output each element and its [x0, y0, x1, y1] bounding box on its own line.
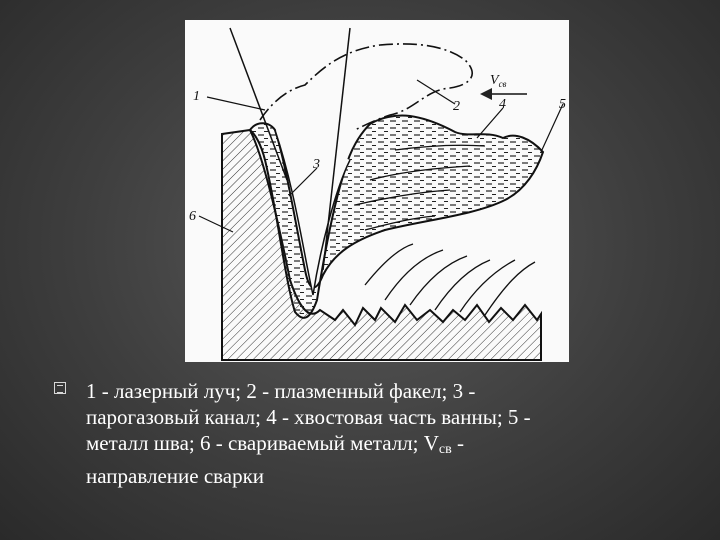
leader-line-2	[416, 79, 456, 105]
laser-beam-line-right	[322, 27, 351, 271]
keyhole-channel	[274, 129, 351, 296]
leader-line-5	[540, 103, 564, 153]
leader-line-3	[288, 167, 318, 197]
bullet-icon	[54, 382, 66, 394]
laser-beam-line-left	[229, 27, 288, 181]
label-2: 2	[453, 99, 460, 114]
velocity-label: Vсв	[490, 73, 507, 89]
label-1: 1	[193, 89, 200, 104]
caption-line-1: 1 - лазерный луч; 2 - плазменный факел; …	[86, 379, 476, 403]
label-3: 3	[312, 157, 320, 172]
caption-line-4: направление сварки	[86, 464, 265, 488]
caption: 1 - лазерный луч; 2 - плазменный факел; …	[54, 378, 674, 489]
plasma-plume-outline	[259, 43, 473, 131]
welding-diagram: 1 2 3 4 5 6 Vсв	[185, 20, 569, 362]
label-5: 5	[559, 97, 566, 112]
caption-text: 1 - лазерный луч; 2 - плазменный факел; …	[86, 378, 674, 489]
caption-line-2: парогазовый канал; 4 - хвостовая часть в…	[86, 405, 531, 429]
caption-line-3: металл шва; 6 - свариваемый металл; Vсв …	[86, 430, 674, 463]
caption-line-3-sub: св	[438, 442, 452, 457]
label-4: 4	[499, 97, 506, 112]
leader-line-6	[198, 215, 234, 233]
leader-line-4	[476, 107, 504, 139]
leader-line-1	[206, 96, 266, 111]
caption-line-3-suffix: -	[451, 431, 464, 455]
base-metal-region	[221, 128, 542, 361]
caption-line-3-prefix: металл шва; 6 - свариваемый металл; V	[86, 431, 439, 455]
label-6: 6	[189, 209, 196, 224]
flow-streaks	[354, 144, 536, 316]
welding-diagram-svg: 1 2 3 4 5 6 Vсв	[189, 27, 566, 361]
